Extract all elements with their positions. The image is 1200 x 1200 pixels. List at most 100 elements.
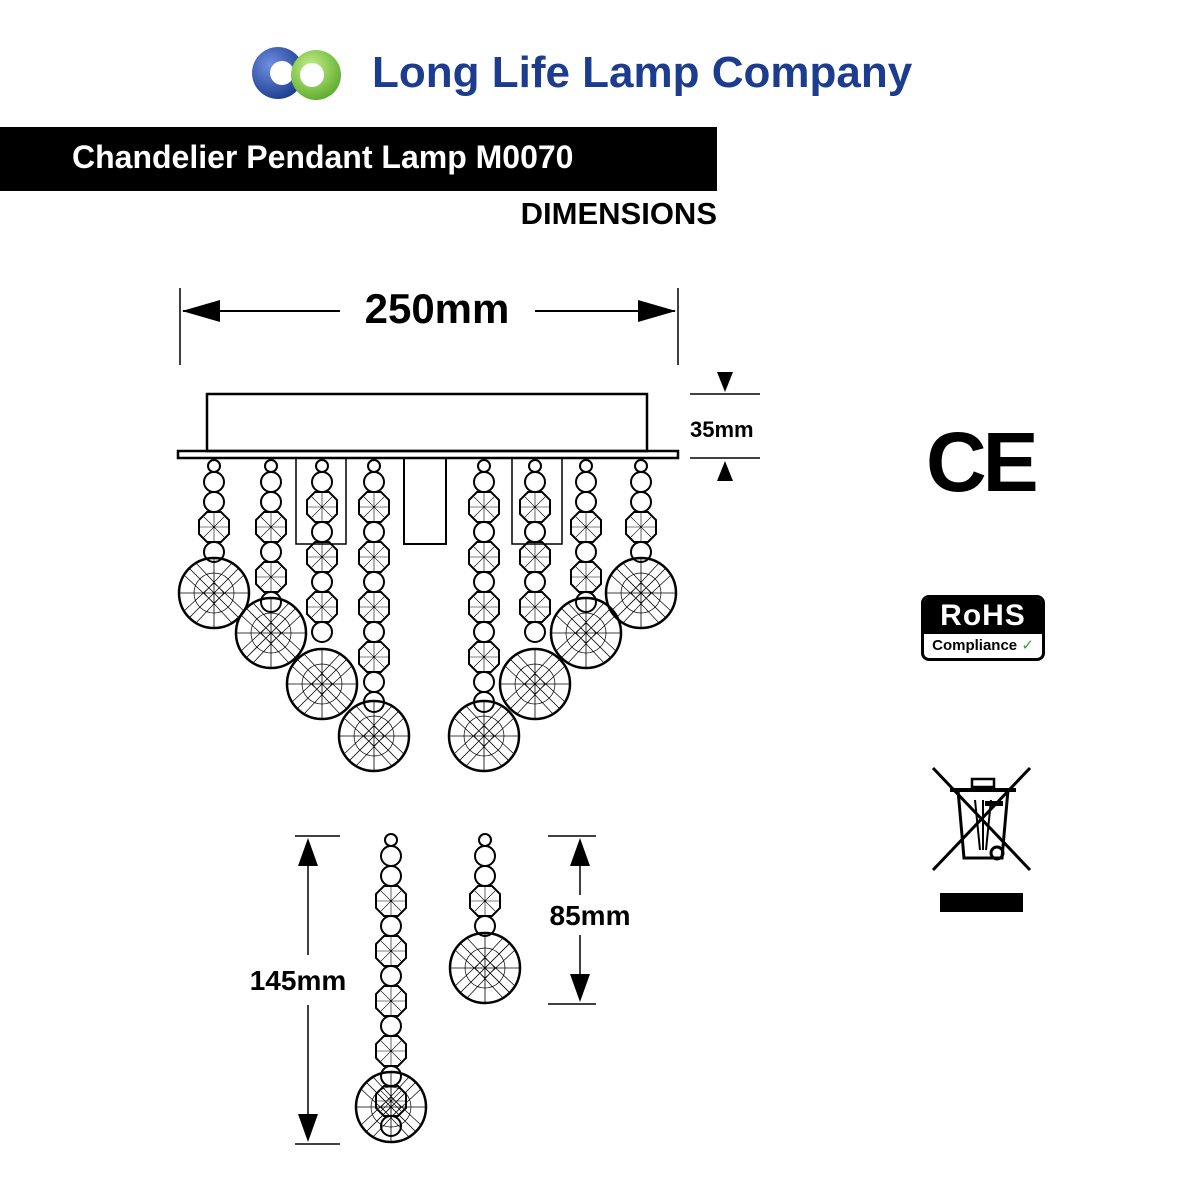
weee-bin-icon <box>931 766 1032 912</box>
detail-short-strand <box>448 833 522 1005</box>
round-bead <box>363 621 385 643</box>
width-label: 250mm <box>365 285 510 332</box>
octagon-bead <box>198 511 230 543</box>
octagon-bead <box>468 591 500 623</box>
ce-mark: CE <box>926 415 1039 509</box>
octagon-bead <box>358 641 390 673</box>
octagon-bead <box>469 885 501 917</box>
octagon-bead <box>625 511 657 543</box>
title-bar: Chandelier Pendant Lamp M0070 <box>0 127 717 191</box>
octagon-bead <box>306 541 338 573</box>
round-bead <box>260 541 282 563</box>
round-bead <box>380 845 402 867</box>
round-bead <box>473 671 495 693</box>
octagon-bead <box>519 491 551 523</box>
octagon-bead <box>468 641 500 673</box>
hook-ring <box>579 459 593 473</box>
strand-4 <box>337 459 411 773</box>
round-bead <box>311 471 333 493</box>
hook-ring <box>634 459 648 473</box>
octagon-bead <box>306 491 338 523</box>
round-bead <box>380 915 402 937</box>
round-bead <box>473 571 495 593</box>
round-bead <box>363 671 385 693</box>
octagon-bead <box>255 511 287 543</box>
octagon-bead <box>468 491 500 523</box>
crystal-ball <box>234 596 308 670</box>
green-checkmark-icon: ✓ <box>1021 637 1034 654</box>
octagon-bead <box>468 541 500 573</box>
octagon-bead <box>375 985 407 1017</box>
octagon-bead <box>519 591 551 623</box>
round-bead <box>524 621 546 643</box>
round-bead <box>203 471 225 493</box>
crystal-ball <box>337 699 411 773</box>
round-bead <box>311 571 333 593</box>
crystal-strands <box>177 459 678 773</box>
rohs-title: RoHS <box>924 598 1042 634</box>
octagon-bead <box>358 541 390 573</box>
strand-6 <box>498 459 572 721</box>
round-bead <box>203 491 225 513</box>
hook-ring <box>367 459 381 473</box>
company-logo-icon <box>252 47 341 100</box>
long-strand-dimension: 145mm <box>250 835 346 1145</box>
strand-5 <box>447 459 521 773</box>
octagon-bead <box>358 491 390 523</box>
crystal-ball <box>448 931 522 1005</box>
round-bead <box>380 865 402 887</box>
octagon-bead <box>375 935 407 967</box>
rohs-badge: RoHS Compliance ✓ <box>921 595 1045 661</box>
canopy <box>176 392 680 545</box>
section-subtitle: DIMENSIONS <box>520 196 717 231</box>
detail-long-strand <box>354 833 428 1144</box>
short-strand-label: 85mm <box>550 900 631 931</box>
crystal-ball <box>447 699 521 773</box>
hook-ring <box>315 459 329 473</box>
hook-ring <box>528 459 542 473</box>
round-bead <box>363 471 385 493</box>
octagon-bead <box>519 541 551 573</box>
crystal-ball <box>604 556 678 630</box>
rohs-subtitle: Compliance <box>932 637 1018 654</box>
octagon-bead <box>358 591 390 623</box>
round-bead <box>473 471 495 493</box>
company-name: Long Life Lamp Company <box>372 48 913 97</box>
round-bead <box>311 621 333 643</box>
round-bead <box>473 521 495 543</box>
canopy-height-dimension: 35mm <box>690 372 760 481</box>
round-bead <box>630 491 652 513</box>
strand-8 <box>604 459 678 630</box>
round-bead <box>474 865 496 887</box>
round-bead <box>524 471 546 493</box>
round-bead <box>311 521 333 543</box>
width-dimension: 250mm <box>179 285 679 365</box>
round-bead <box>380 965 402 987</box>
octagon-bead <box>570 511 602 543</box>
octagon-bead <box>375 1035 407 1067</box>
crystal-ball <box>285 647 359 721</box>
round-bead <box>260 491 282 513</box>
hook-ring <box>264 459 278 473</box>
hook-ring <box>478 833 492 847</box>
crystal-ball <box>498 647 572 721</box>
round-bead <box>473 621 495 643</box>
hook-ring <box>477 459 491 473</box>
octagon-bead <box>570 561 602 593</box>
octagon-bead <box>306 591 338 623</box>
short-strand-dimension: 85mm <box>548 835 631 1005</box>
round-bead <box>575 541 597 563</box>
round-bead <box>363 521 385 543</box>
crystal-ball <box>354 1070 428 1144</box>
octagon-bead <box>255 561 287 593</box>
strand-1 <box>177 459 251 630</box>
round-bead <box>474 845 496 867</box>
round-bead <box>524 571 546 593</box>
hook-ring <box>384 833 398 847</box>
round-bead <box>575 471 597 493</box>
round-bead <box>260 471 282 493</box>
round-bead <box>575 491 597 513</box>
octagon-bead <box>375 885 407 917</box>
round-bead <box>524 521 546 543</box>
